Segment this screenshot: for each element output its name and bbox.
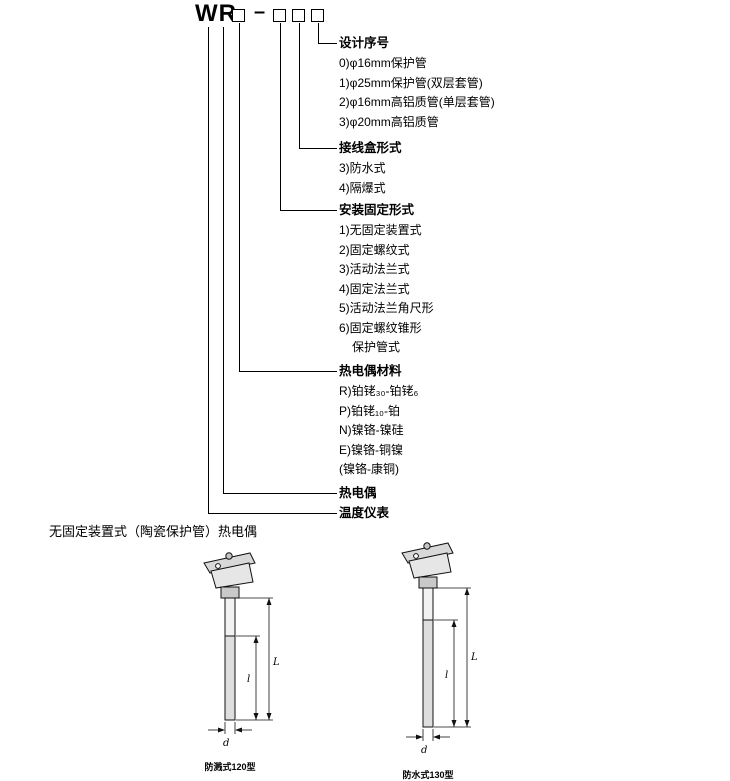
group-item: N)镍铬-镍硅 (339, 423, 404, 437)
thermocouple-figure-splash-proof: l L d (203, 552, 280, 749)
tube-upper (224, 597, 236, 637)
code-box-serial (311, 9, 324, 22)
thermocouple-figure-waterproof: l L d (401, 542, 478, 756)
dim-label-L: L (272, 657, 280, 668)
dim-label-L: L (470, 652, 478, 663)
group-item: (镍铬-康铜) (339, 462, 399, 476)
figure-caption: 防水式130型 (402, 770, 454, 780)
dimension-arrows (218, 598, 272, 733)
group-title: 接线盒形式 (339, 141, 402, 155)
group-item: 4)固定法兰式 (339, 281, 410, 296)
group-item: 2)φ16mm高铝质管(单层套管) (339, 95, 495, 109)
group-item: R)铂铑₃₀-铂铑₆ (339, 384, 419, 398)
junction-box-head-icon (203, 552, 256, 589)
group-item: P)铂铑₁₀-铂 (339, 403, 401, 418)
group-item: 1)φ25mm保护管(双层套管) (339, 75, 483, 90)
group-item: 0)φ16mm保护管 (339, 56, 427, 70)
group-item: 6)固定螺纹锥形 (339, 320, 422, 335)
code-group-design-serial: 设计序号 0)φ16mm保护管 1)φ25mm保护管(双层套管) 2)φ16mm… (339, 35, 495, 132)
junction-box-head-icon (401, 542, 454, 579)
code-group-element-material: 热电偶材料 R)铂铑₃₀-铂铑₆ P)铂铑₁₀-铂 N)镍铬-镍硅 E)镍铬-铜… (339, 363, 418, 480)
group-title: 设计序号 (339, 36, 390, 50)
connector-line (280, 210, 337, 211)
code-group-mounting: 安装固定形式 1)无固定装置式 2)固定螺纹式 3)活动法兰式 4)固定法兰式 … (339, 202, 434, 358)
code-box-material (232, 9, 245, 22)
code-box-mounting (273, 9, 286, 22)
model-code-prefix: WR (195, 0, 237, 27)
dim-label-l: l (445, 670, 448, 681)
dimension-lines (208, 597, 273, 734)
connector-line (318, 23, 319, 43)
code-box-junction (292, 9, 305, 22)
head-neck (220, 586, 240, 599)
connector-line (208, 27, 209, 513)
figure-caption: 防溅式120型 (204, 762, 256, 772)
group-title: 热电偶材料 (339, 364, 402, 378)
model-code-dash: – (253, 1, 266, 23)
connector-line (299, 148, 337, 149)
connector-line (299, 23, 300, 148)
dim-label-d: d (223, 738, 229, 749)
connector-line (239, 371, 337, 372)
connector-line (280, 23, 281, 210)
connector-line (318, 43, 337, 44)
connector-line (239, 23, 240, 371)
protection-tube (422, 619, 434, 728)
connector-line (223, 493, 337, 494)
section-title: 无固定装置式（陶瓷保护管）热电偶 (49, 524, 258, 539)
dimension-arrows (416, 588, 470, 740)
dim-label-d: d (421, 745, 427, 756)
group-title: 温度仪表 (339, 506, 390, 520)
dim-label-l: l (247, 674, 250, 685)
group-item: 1)无固定装置式 (339, 223, 422, 237)
protection-tube (224, 635, 236, 721)
code-group-junction-box: 接线盒形式 3)防水式 4)隔爆式 (339, 140, 402, 198)
group-item: 3)φ20mm高铝质管 (339, 114, 439, 129)
group-item: 3)防水式 (339, 161, 386, 175)
group-item: 3)活动法兰式 (339, 262, 410, 276)
connector-line (223, 27, 224, 493)
tube-upper (422, 587, 434, 621)
code-group-thermocouple: 热电偶 (339, 485, 377, 504)
group-item: E)镍铬-铜镍 (339, 442, 403, 457)
group-item-wrapped: 保护管式 (352, 340, 401, 354)
group-title: 热电偶 (339, 486, 377, 500)
dimension-lines (406, 587, 471, 741)
group-item: 4)隔爆式 (339, 180, 386, 195)
group-item: 5)活动法兰角尺形 (339, 301, 434, 315)
code-group-instrument: 温度仪表 (339, 505, 389, 524)
group-title: 安装固定形式 (339, 203, 415, 217)
connector-line (208, 513, 337, 514)
group-item: 2)固定螺纹式 (339, 242, 410, 257)
head-neck (418, 576, 438, 589)
